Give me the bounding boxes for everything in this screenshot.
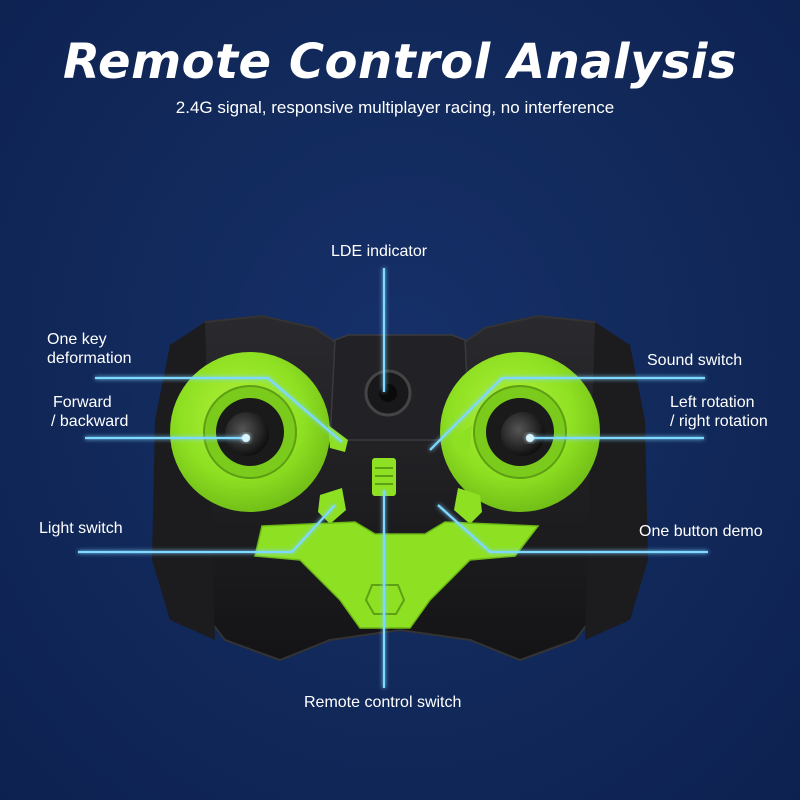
label-left-right-rotation-line1: Left rotation [670,394,755,411]
label-one-key-deformation-line1: One key [47,331,107,348]
callout-lines [78,268,708,688]
page-subtitle: 2.4G signal, responsive multiplayer raci… [175,98,615,117]
switch-ridges [375,467,393,485]
page-title: Remote Control Analysis [62,34,737,90]
led-indicator [364,369,412,417]
label-left-right-rotation-line2: / right rotation [670,413,768,430]
label-lde-indicator: LDE indicator [331,243,428,260]
label-sound-switch: Sound switch [647,352,743,369]
left-joystick[interactable] [170,352,330,512]
label-forward-backward-line2: / backward [51,413,129,430]
callout-dots [242,434,534,442]
one-button-demo-button[interactable] [454,488,482,524]
label-one-button-demo: One button demo [639,523,763,540]
bottom-grip-plate [254,521,540,629]
label-remote-control-switch: Remote control switch [304,694,462,711]
sound-switch-button[interactable] [452,425,472,452]
grip-plate-emblem [364,584,406,615]
label-forward-backward-line1: Forward [53,394,112,411]
label-one-key-deformation-line2: deformation [47,350,132,367]
label-light-switch: Light switch [39,520,123,537]
right-joystick[interactable] [440,352,600,512]
